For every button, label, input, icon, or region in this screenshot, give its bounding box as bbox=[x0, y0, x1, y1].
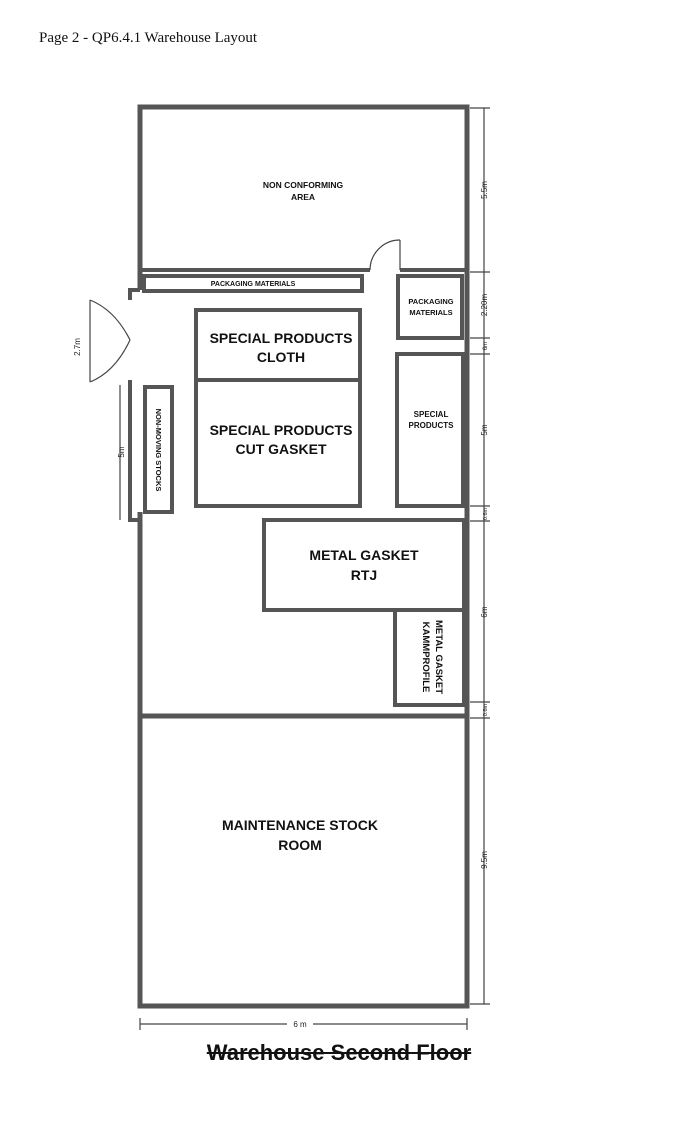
room-special-products-cut-gasket bbox=[194, 378, 362, 508]
door-jamb-bottom bbox=[128, 380, 142, 522]
entry-door-swing-top bbox=[89, 299, 131, 341]
room-metal-gasket-rtj bbox=[262, 518, 466, 612]
dim-2-20m: 2.20m bbox=[480, 294, 489, 317]
dim-left-5m: 5m bbox=[117, 446, 126, 457]
page-title: Warehouse Second Floor bbox=[206, 1040, 472, 1065]
dim-5m-right: 5m bbox=[480, 424, 489, 435]
entry-door-swing-bottom bbox=[89, 339, 131, 383]
room-metal-gasket-kammprofile bbox=[393, 608, 466, 707]
dim-9-5m: 9.5m bbox=[480, 851, 489, 869]
label-special-line2: PRODUCTS bbox=[409, 421, 455, 430]
label-packaging-strip: PACKAGING MATERIALS bbox=[211, 281, 296, 288]
room-non-moving-stocks bbox=[143, 385, 174, 514]
dim-width-6m: 6 m bbox=[293, 1020, 307, 1029]
label-maintenance-line1: MAINTENANCE STOCK bbox=[222, 817, 378, 833]
bottom-dimension-gap bbox=[287, 1019, 313, 1029]
label-sp-cut-line1: SPECIAL PRODUCTS bbox=[210, 422, 353, 438]
dim-door-2-7m: 2.7m bbox=[73, 338, 82, 356]
label-non-moving-stocks: NON-MOVING STOCKS bbox=[154, 409, 163, 492]
room-special-products bbox=[395, 352, 465, 508]
label-sp-cloth-line1: SPECIAL PRODUCTS bbox=[210, 330, 353, 346]
bottom-dimension bbox=[139, 1018, 468, 1030]
label-metal-rtj-line1: METAL GASKET bbox=[309, 547, 419, 563]
dim-0-6m-upper: 0.6m bbox=[483, 507, 489, 520]
label-metal-rtj-line2: RTJ bbox=[351, 567, 377, 583]
label-special-line1: SPECIAL bbox=[414, 410, 449, 419]
label-maintenance-line2: ROOM bbox=[278, 837, 322, 853]
label-non-conforming-line2: AREA bbox=[291, 192, 315, 202]
dim-5-5m: 5.5m bbox=[480, 181, 489, 199]
label-sp-cut-line2: CUT GASKET bbox=[236, 441, 327, 457]
dim-0-6m-lower: 0.6m bbox=[483, 703, 489, 716]
dim-6m-right: 6m bbox=[480, 606, 489, 617]
room-packaging-box bbox=[396, 274, 464, 340]
label-non-conforming-line1: NON CONFORMING bbox=[263, 180, 344, 190]
page-header: Page 2 - QP6.4.1 Warehouse Layout bbox=[39, 30, 258, 46]
label-metal-kamm-line1: METAL GASKET bbox=[433, 620, 444, 694]
outer-walls bbox=[128, 104, 470, 1009]
label-packaging-box-line1: PACKAGING bbox=[408, 297, 453, 306]
label-metal-kamm-line2: KAMMPROFILE bbox=[420, 622, 431, 693]
label-packaging-box-line2: MATERIALS bbox=[409, 308, 452, 317]
dim-6m-gap: 6m bbox=[483, 342, 489, 350]
inner-door-swing bbox=[369, 239, 401, 271]
room-packaging-strip bbox=[142, 274, 364, 293]
door-jamb-top bbox=[128, 288, 140, 300]
door-symbols bbox=[89, 239, 401, 383]
label-sp-cloth-line2: CLOTH bbox=[257, 349, 305, 365]
outer-wall-main bbox=[137, 104, 470, 1009]
right-dimension-chain bbox=[470, 107, 490, 1005]
